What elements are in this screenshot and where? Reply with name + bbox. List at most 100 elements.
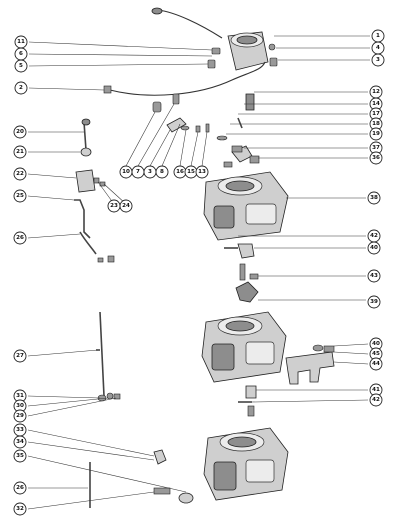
svg-text:12: 12 bbox=[372, 89, 380, 95]
svg-text:31: 31 bbox=[16, 393, 24, 399]
callout-26: 26 bbox=[13, 231, 27, 245]
callout-13: 13 bbox=[195, 165, 209, 179]
callout-3: 3 bbox=[371, 53, 385, 67]
callout-38: 38 bbox=[367, 191, 381, 205]
callout-3b: 3 bbox=[143, 165, 157, 179]
callout-19: 19 bbox=[369, 127, 383, 141]
callout-11: 11 bbox=[14, 35, 28, 49]
throttle-linkage-parts bbox=[74, 118, 115, 263]
callout-44: 44 bbox=[369, 357, 383, 371]
callout-32: 32 bbox=[13, 502, 27, 516]
leader-lines bbox=[27, 35, 370, 510]
svg-text:38: 38 bbox=[370, 195, 378, 201]
callout-6: 6 bbox=[14, 47, 28, 61]
carburetor-lower bbox=[203, 427, 289, 501]
svg-text:35: 35 bbox=[16, 453, 24, 459]
svg-text:6: 6 bbox=[19, 51, 23, 57]
svg-text:29: 29 bbox=[16, 413, 24, 419]
svg-text:5: 5 bbox=[19, 63, 23, 69]
callout-34: 34 bbox=[13, 435, 27, 449]
callout-7: 7 bbox=[131, 165, 145, 179]
callout-36: 36 bbox=[369, 151, 383, 165]
svg-text:27: 27 bbox=[16, 353, 24, 359]
svg-text:26: 26 bbox=[16, 235, 24, 241]
svg-text:44: 44 bbox=[372, 361, 380, 367]
callout-4: 4 bbox=[371, 41, 385, 55]
svg-text:40: 40 bbox=[370, 245, 378, 251]
callout-15: 15 bbox=[184, 165, 198, 179]
callout-29: 29 bbox=[13, 409, 27, 423]
svg-text:18: 18 bbox=[372, 121, 380, 127]
callout-24: 24 bbox=[119, 199, 133, 213]
callout-42b: 42 bbox=[369, 393, 383, 407]
lower-left-small-parts bbox=[97, 392, 121, 402]
svg-text:43: 43 bbox=[370, 273, 378, 279]
svg-text:41: 41 bbox=[372, 387, 380, 393]
callout-26b: 26 bbox=[13, 481, 27, 495]
svg-text:2: 2 bbox=[19, 85, 23, 91]
svg-text:40: 40 bbox=[372, 341, 380, 347]
svg-text:25: 25 bbox=[16, 193, 24, 199]
callout-23: 23 bbox=[107, 199, 121, 213]
svg-text:11: 11 bbox=[17, 39, 25, 45]
svg-text:22: 22 bbox=[16, 171, 24, 177]
callout-35: 35 bbox=[13, 449, 27, 463]
lower-right-small-parts bbox=[238, 385, 257, 417]
carburetor-upper bbox=[203, 171, 289, 241]
svg-text:32: 32 bbox=[16, 506, 24, 512]
svg-text:3: 3 bbox=[148, 169, 152, 175]
svg-text:36: 36 bbox=[372, 155, 380, 161]
callout-21: 21 bbox=[13, 145, 27, 159]
svg-text:3: 3 bbox=[376, 57, 380, 63]
svg-text:16: 16 bbox=[176, 169, 184, 175]
svg-text:42: 42 bbox=[370, 233, 378, 239]
svg-text:19: 19 bbox=[372, 131, 380, 137]
callout-12: 12 bbox=[369, 85, 383, 99]
carb-middle-small-parts bbox=[224, 243, 259, 303]
svg-text:10: 10 bbox=[122, 169, 130, 175]
svg-text:26: 26 bbox=[16, 485, 24, 491]
callout-16: 16 bbox=[173, 165, 187, 179]
svg-text:21: 21 bbox=[16, 149, 24, 155]
callout-25: 25 bbox=[13, 189, 27, 203]
callout-1: 1 bbox=[371, 29, 385, 43]
svg-text:15: 15 bbox=[187, 169, 195, 175]
svg-text:37: 37 bbox=[372, 145, 380, 151]
callout-10: 10 bbox=[119, 165, 133, 179]
callout-37: 37 bbox=[369, 141, 383, 155]
svg-text:23: 23 bbox=[110, 203, 118, 209]
svg-text:45: 45 bbox=[372, 351, 380, 357]
callout-43: 43 bbox=[367, 269, 381, 283]
callout-8: 8 bbox=[155, 165, 169, 179]
callouts: 1 4 3 11 6 5 2 12 14 17 18 19 37 36 10 7… bbox=[13, 29, 385, 516]
svg-text:8: 8 bbox=[160, 169, 164, 175]
callout-45: 45 bbox=[369, 347, 383, 361]
svg-text:1: 1 bbox=[376, 33, 380, 39]
svg-text:42: 42 bbox=[372, 397, 380, 403]
svg-text:14: 14 bbox=[372, 101, 380, 107]
callout-27: 27 bbox=[13, 349, 27, 363]
svg-text:17: 17 bbox=[372, 111, 380, 117]
svg-text:24: 24 bbox=[122, 203, 130, 209]
bottom-small-parts bbox=[89, 449, 194, 508]
svg-text:39: 39 bbox=[370, 299, 378, 305]
callout-22: 22 bbox=[13, 167, 27, 181]
svg-text:30: 30 bbox=[16, 403, 24, 409]
callout-42: 42 bbox=[367, 229, 381, 243]
callout-33: 33 bbox=[13, 423, 27, 437]
svg-text:4: 4 bbox=[376, 45, 380, 51]
svg-text:34: 34 bbox=[16, 439, 24, 445]
svg-text:13: 13 bbox=[198, 169, 206, 175]
fuel-bowl-bracket bbox=[285, 344, 335, 385]
svg-text:20: 20 bbox=[16, 129, 24, 135]
choke-assembly bbox=[151, 7, 278, 71]
choke-wire bbox=[103, 61, 266, 96]
callout-39: 39 bbox=[367, 295, 381, 309]
callout-5: 5 bbox=[14, 59, 28, 73]
carburetor-middle bbox=[201, 311, 287, 383]
callout-2: 2 bbox=[14, 81, 28, 95]
long-rod bbox=[96, 311, 105, 397]
callout-14: 14 bbox=[369, 97, 383, 111]
callout-20: 20 bbox=[13, 125, 27, 139]
